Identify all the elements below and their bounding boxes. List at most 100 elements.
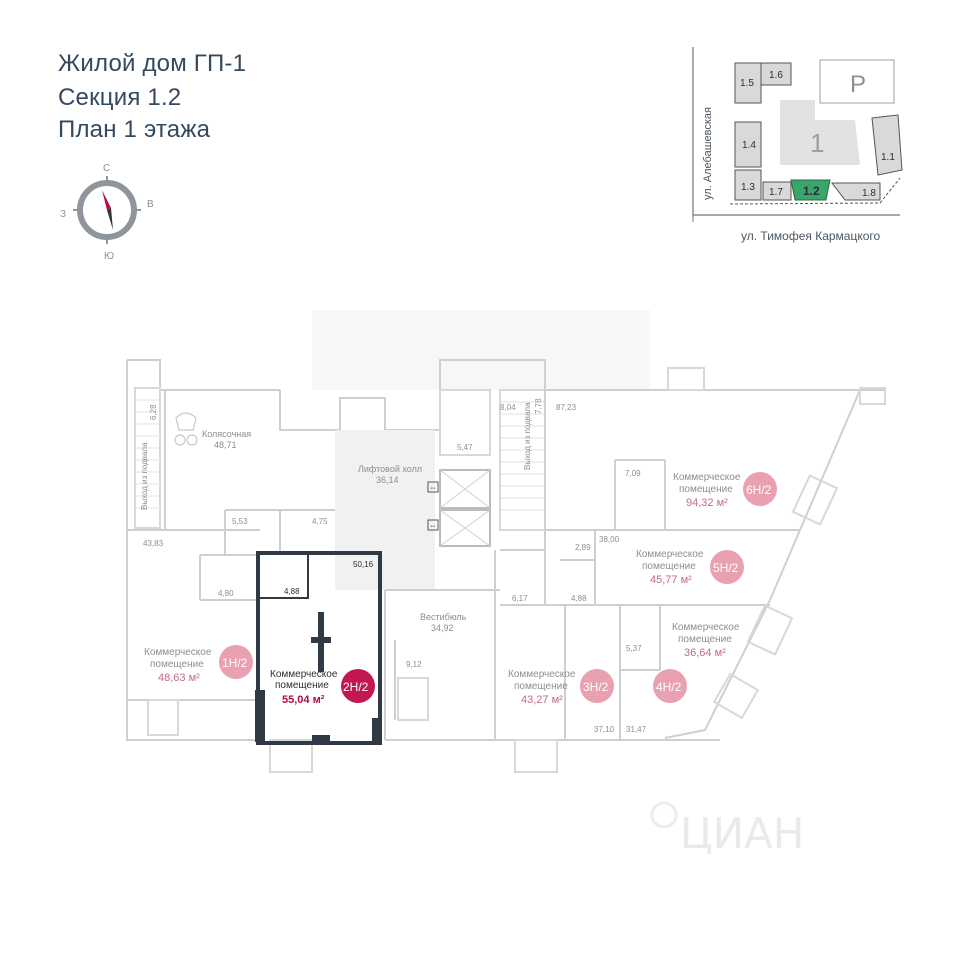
watermark: ЦИАН: [650, 801, 804, 858]
street-bottom-label: ул. Тимофея Кармацкого: [741, 229, 881, 243]
unit-6n2-area: 94,32 м²: [686, 497, 728, 509]
area-9-12: 9,12: [406, 660, 422, 669]
section-label-1-7: 1.7: [769, 187, 783, 198]
unit-5n2[interactable]: Коммерческое помещение 45,77 м² 5Н/2: [636, 549, 744, 586]
area-8-04: 8,04: [500, 403, 516, 412]
compass-w: З: [60, 209, 66, 220]
area-38-00: 38,00: [599, 535, 620, 544]
unit-5n2-label-1: Коммерческое: [636, 549, 704, 560]
lift-hall-label: Лифтовой холл: [358, 464, 422, 474]
section-1-3: [734, 169, 762, 201]
street-left-label: ул. Алебашевская: [702, 107, 714, 200]
unit-1n2-label-2: помещение: [150, 659, 204, 670]
area-31-47: 31,47: [626, 725, 647, 734]
compass-n: С: [103, 163, 110, 174]
area-4-75: 4,75: [312, 517, 328, 526]
section-label-1-5: 1.5: [740, 78, 754, 89]
section-label-1-1: 1.1: [881, 152, 895, 163]
floor-title: План 1 этажа: [58, 116, 211, 143]
unit-2n2-area: 55,04 м²: [282, 694, 325, 706]
unit-3n2-area: 43,27 м²: [521, 694, 563, 706]
strollers-label: Колясочная: [202, 429, 251, 439]
unit-6n2-label-1: Коммерческое: [673, 472, 741, 483]
lift-buttons: ⇔ ⇔: [427, 481, 439, 531]
compass: С В Ю З: [60, 163, 154, 262]
compass-s: Ю: [104, 251, 114, 262]
unit-5n2-area: 45,77 м²: [650, 574, 692, 586]
unit-6n2[interactable]: Коммерческое помещение 94,32 м² 6Н/2: [673, 472, 777, 509]
unit-4n2-badge: [653, 669, 687, 703]
area-7-09: 7,09: [625, 469, 641, 478]
section-1-6: [760, 62, 792, 86]
unit-6n2-badge: [743, 472, 777, 506]
section-label-1-3: 1.3: [741, 182, 755, 193]
area-2-89: 2,89: [575, 543, 591, 552]
unit-6n2-id: 6Н/2: [746, 483, 772, 497]
unit-1n2-area: 48,63 м²: [158, 672, 200, 684]
area-37-10: 37,10: [594, 725, 615, 734]
site-plan: ул. Алебашевская ул. Тимофея Кармацкого …: [692, 47, 903, 243]
lift-hall-area: 36,14: [376, 475, 399, 485]
area-5-47: 5,47: [457, 443, 473, 452]
unit-1n2-badge: [219, 645, 253, 679]
area-6-17: 6,17: [512, 594, 528, 603]
exit-left-label: Выход из подвала: [140, 442, 149, 510]
area-50-16: 50,16: [353, 560, 374, 569]
room-labels: Колясочная 48,71 Лифтовой холл 36,14 Вес…: [140, 398, 647, 734]
unit-2n2[interactable]: Коммерческое помещение 55,04 м² 2Н/2: [270, 669, 375, 706]
unit-6n2-label-2: помещение: [679, 484, 733, 495]
vestibule-label: Вестибюль: [420, 612, 467, 622]
area-43-83: 43,83: [143, 539, 164, 548]
unit-4n2[interactable]: Коммерческое помещение 36,64 м² 4Н/2: [653, 622, 740, 703]
building-1-block: [780, 100, 860, 165]
unit-2n2-label-1: Коммерческое: [270, 669, 338, 680]
section-1-7: [762, 181, 792, 201]
section-1-5: [734, 62, 762, 104]
area-4-80: 4,80: [218, 589, 234, 598]
parking-lot: [819, 59, 895, 104]
section-label-1-6: 1.6: [769, 70, 783, 81]
floor-plan: [126, 310, 886, 773]
area-4-88-unit2: 4,88: [284, 587, 300, 596]
unit-5n2-id: 5Н/2: [713, 561, 739, 575]
section-1-1: [871, 114, 903, 176]
unit-3n2-id: 3Н/2: [583, 680, 609, 694]
watermark-text: ЦИАН: [680, 809, 804, 858]
section-label-1-2: 1.2: [803, 184, 820, 198]
unit-3n2-label-1: Коммерческое: [508, 669, 576, 680]
svg-text:⇔: ⇔: [429, 521, 437, 530]
exit-left-area: 6,28: [149, 404, 158, 420]
unit-4n2-id: 4Н/2: [656, 680, 682, 694]
section-label-1-4: 1.4: [742, 140, 756, 151]
strollers-area: 48,71: [214, 440, 237, 450]
compass-e: В: [147, 199, 154, 210]
unit-2n2-label-2: помещение: [275, 680, 329, 691]
area-87-23: 87,23: [556, 403, 577, 412]
compass-south-needle-icon: [107, 208, 113, 230]
area-5-37: 5,37: [626, 644, 642, 653]
section-1-4: [734, 121, 762, 168]
unit-3n2-badge: [580, 669, 614, 703]
unit-4n2-label-2: помещение: [678, 634, 732, 645]
parking-label: P: [850, 71, 866, 98]
unit-4n2-label-1: Коммерческое: [672, 622, 740, 633]
unit-5n2-badge: [710, 550, 744, 584]
compass-north-needle-icon: [102, 190, 111, 210]
section-label-1-8: 1.8: [862, 188, 876, 199]
area-5-53: 5,53: [232, 517, 248, 526]
section-1-2-highlight: [790, 179, 831, 201]
unit-2n2-badge: [341, 669, 375, 703]
unit-1n2[interactable]: Коммерческое помещение 48,63 м² 1Н/2: [144, 645, 253, 684]
unit-5n2-label-2: помещение: [642, 561, 696, 572]
unit-1n2-id: 1Н/2: [222, 656, 248, 670]
unit-4n2-area: 36,64 м²: [684, 647, 726, 659]
area-4-88-right: 4,88: [571, 594, 587, 603]
exit-right-area: 7,78: [534, 398, 543, 414]
building-1-label: 1: [810, 128, 824, 158]
vestibule-area: 34,92: [431, 623, 454, 633]
unit-3n2[interactable]: Коммерческое помещение 43,27 м² 3Н/2: [508, 669, 614, 706]
section-1-8: [830, 182, 881, 201]
unit-3n2-label-2: помещение: [514, 681, 568, 692]
